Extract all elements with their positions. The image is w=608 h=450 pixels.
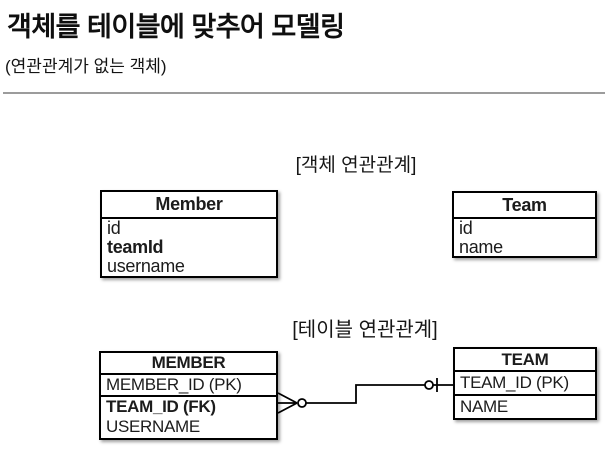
member-table-row-username: USERNAME xyxy=(106,417,200,436)
team-table-box: TEAM TEAM_ID (PK) NAME xyxy=(453,347,597,420)
member-table-row-pk: MEMBER_ID (PK) xyxy=(101,375,276,397)
zero-circle-icon xyxy=(424,380,434,390)
member-class-row-teamid: teamId xyxy=(107,238,164,257)
member-class-title: Member xyxy=(102,192,276,219)
zero-circle-icon xyxy=(297,398,307,408)
team-table-title: TEAM xyxy=(455,349,595,372)
title-divider xyxy=(3,92,605,94)
page-subtitle: (연관관계가 없는 객체) xyxy=(5,57,167,76)
member-table-row-fk: TEAM_ID (FK) xyxy=(106,397,216,416)
member-table-title: MEMBER xyxy=(101,353,276,375)
team-table-row-name: NAME xyxy=(460,397,508,416)
team-table-row-pk: TEAM_ID (PK) xyxy=(455,372,595,396)
connector-line xyxy=(306,384,425,404)
section-label-table-relation: [테이블 연관관계] xyxy=(292,319,438,341)
team-class-row-id: id xyxy=(459,219,473,238)
member-table-box: MEMBER MEMBER_ID (PK) TEAM_ID (FK) USERN… xyxy=(99,351,278,440)
member-class-row-id: id xyxy=(107,219,121,238)
team-class-title: Team xyxy=(454,193,595,219)
team-class-box: Team id name xyxy=(452,191,597,258)
member-class-box: Member id teamId username xyxy=(100,190,278,278)
page-title: 객체를 테이블에 맞추어 모델링 xyxy=(7,12,345,42)
section-label-object-relation: [객체 연관관계] xyxy=(295,155,417,176)
member-class-row-username: username xyxy=(107,257,185,276)
team-class-row-name: name xyxy=(459,238,503,257)
crows-foot-many-icon xyxy=(277,392,298,414)
